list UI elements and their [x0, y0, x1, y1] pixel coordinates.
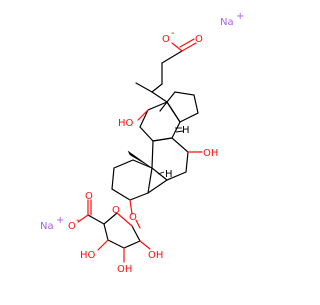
hydroxyl-label: OH: [203, 148, 218, 159]
carbonyl-oxygen-label: O: [195, 34, 203, 45]
bond: [161, 50, 183, 64]
bond: [151, 91, 168, 103]
carbonyl-oxygen-label: O: [85, 191, 93, 202]
bond: [147, 179, 168, 194]
side-chain: [135, 38, 197, 103]
molecule-diagram: Na + O - O HO OH H H O O Na + O - O HO O…: [40, 11, 244, 275]
atom-labels: Na + O - O HO OH H H O O Na + O - O HO O…: [40, 11, 244, 275]
steroid-core: [111, 91, 203, 215]
carboxylate-oxygen-label: O: [68, 221, 76, 232]
stereo-h-label: H: [182, 125, 190, 136]
oh-bond: [97, 239, 109, 251]
hydroxyl-label: OH: [148, 250, 163, 261]
sodium-label: Na: [220, 17, 234, 28]
carboxylate-bond: [171, 42, 183, 52]
sugar-ring: [103, 212, 141, 249]
glycosidic-bond: [129, 199, 133, 215]
ring-oxygen-label: O: [112, 205, 120, 216]
oh-bond: [139, 240, 151, 250]
carbonyl-bond-double: [179, 38, 195, 48]
glucuronide: [77, 199, 151, 263]
stereo-h-label: H: [165, 169, 173, 180]
minus-charge: -: [76, 215, 80, 226]
sodium-label: Na: [40, 221, 54, 232]
plus-charge: +: [56, 215, 64, 226]
glycosidic-oxygen-label: O: [129, 212, 137, 223]
bond: [135, 82, 153, 93]
plus-charge: +: [236, 11, 244, 22]
ring-d: [166, 91, 199, 123]
ring-a: [111, 159, 153, 201]
minus-charge: -: [171, 28, 175, 39]
carbonyl-bond: [181, 42, 197, 52]
carboxylate-bond: [77, 214, 89, 223]
ring-c: [139, 101, 181, 142]
carboxyl-bond: [87, 214, 105, 225]
methyl-bond: [159, 101, 168, 112]
hydroxyl-label: OH: [117, 264, 132, 275]
bond: [151, 83, 163, 93]
anomeric-bond: [135, 219, 141, 229]
hydroxyl-label: HO: [118, 118, 134, 129]
ring-o-bond: [116, 212, 133, 227]
stereo-hash: [157, 171, 165, 175]
structure-svg: Na + O - O HO OH H H O O Na + O - O HO O…: [40, 11, 244, 275]
oh-bond: [137, 109, 149, 121]
carboxylate-oxygen-label: O: [162, 34, 170, 45]
stereo-hash: [175, 130, 184, 133]
hydroxyl-label: HO: [80, 250, 96, 261]
methyl-wedge: [127, 150, 153, 169]
